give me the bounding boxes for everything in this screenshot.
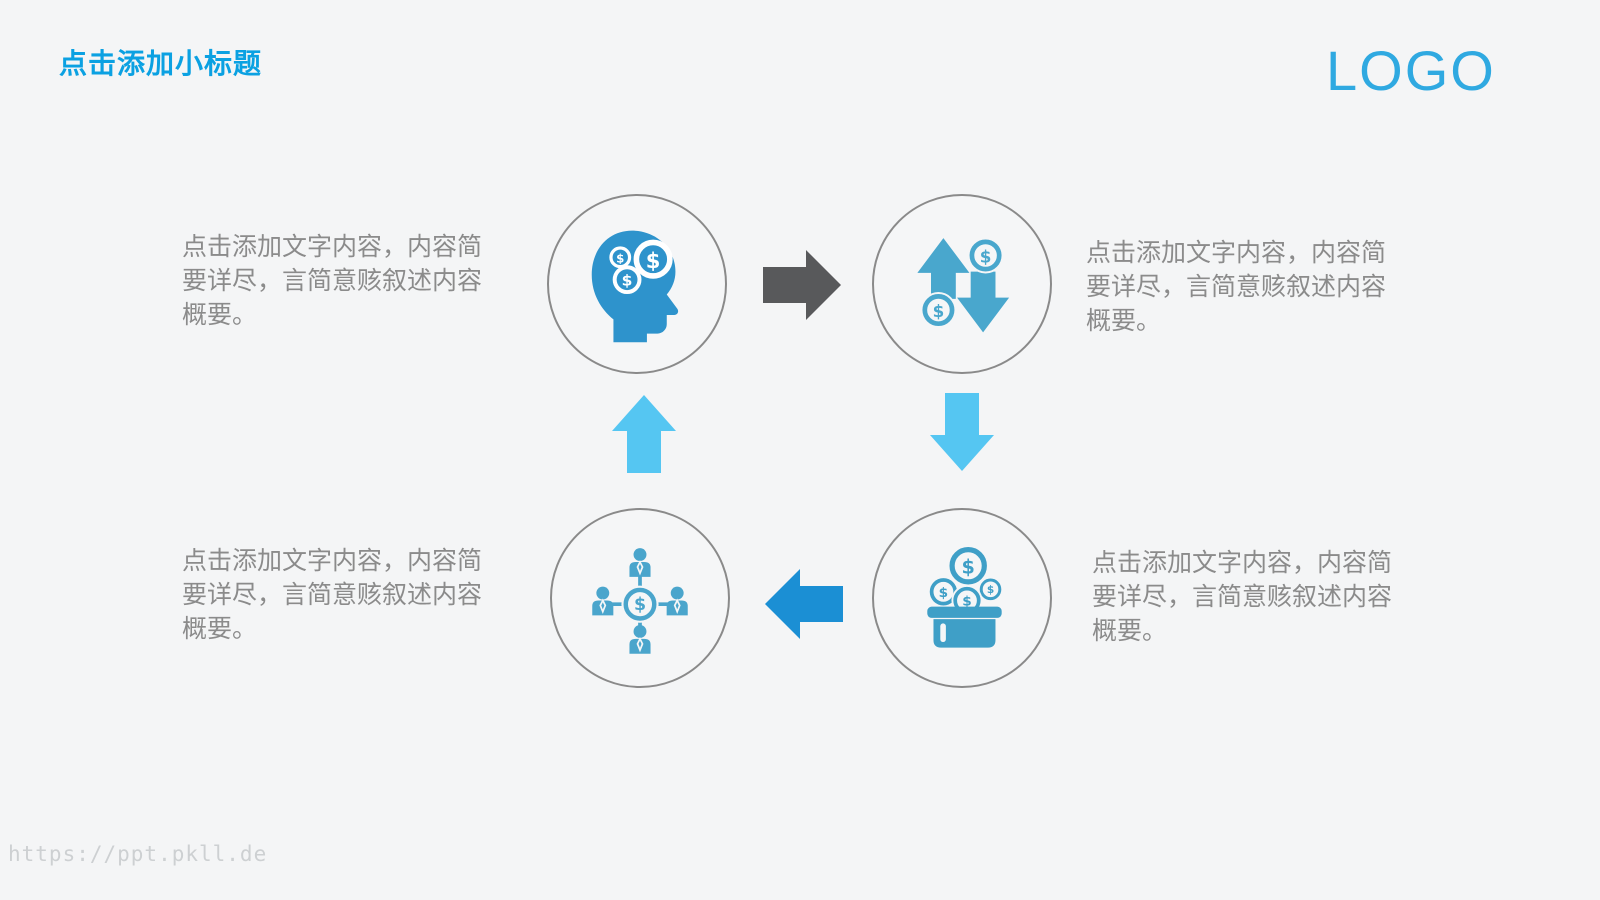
- svg-text:$: $: [939, 585, 948, 601]
- step-circle-2: $ $: [872, 194, 1052, 374]
- flow-arrow-left: [765, 569, 843, 639]
- logo-text: LOGO: [1326, 39, 1496, 102]
- svg-text:$: $: [980, 246, 992, 266]
- svg-text:$: $: [962, 555, 975, 578]
- thinking-head-dollar-icon: $ $ $: [591, 230, 679, 343]
- watermark-url: https://ppt.pkll.de: [8, 842, 268, 866]
- flow-arrow-down: [930, 393, 994, 471]
- svg-text:$: $: [962, 593, 971, 609]
- people-dollar-network-icon: $: [592, 548, 688, 654]
- slide-title: 点击添加小标题: [59, 48, 263, 79]
- step-text-1: 点击添加文字内容，内容简要详尽，言简意赅叙述内容概要。: [182, 233, 483, 329]
- exchange-arrows-dollar-icon: $ $: [917, 237, 1010, 333]
- step-text-3: 点击添加文字内容，内容简要详尽，言简意赅叙述内容概要。: [1092, 549, 1393, 645]
- svg-text:$: $: [933, 301, 945, 321]
- coins-deposit-box-icon: $ $ $ $: [927, 547, 1002, 648]
- flow-arrow-up: [612, 395, 676, 473]
- svg-text:$: $: [622, 272, 633, 290]
- svg-text:$: $: [634, 595, 646, 615]
- svg-text:$: $: [616, 251, 624, 265]
- step-circle-4: $: [550, 508, 730, 688]
- step-text-2: 点击添加文字内容，内容简要详尽，言简意赅叙述内容概要。: [1086, 239, 1387, 335]
- flow-arrow-right: [763, 250, 841, 320]
- svg-text:$: $: [987, 584, 994, 596]
- step-circle-3: $ $ $ $: [872, 508, 1052, 688]
- svg-text:$: $: [646, 248, 661, 273]
- step-circle-1: $ $ $: [547, 194, 727, 374]
- step-text-4: 点击添加文字内容，内容简要详尽，言简意赅叙述内容概要。: [182, 547, 483, 643]
